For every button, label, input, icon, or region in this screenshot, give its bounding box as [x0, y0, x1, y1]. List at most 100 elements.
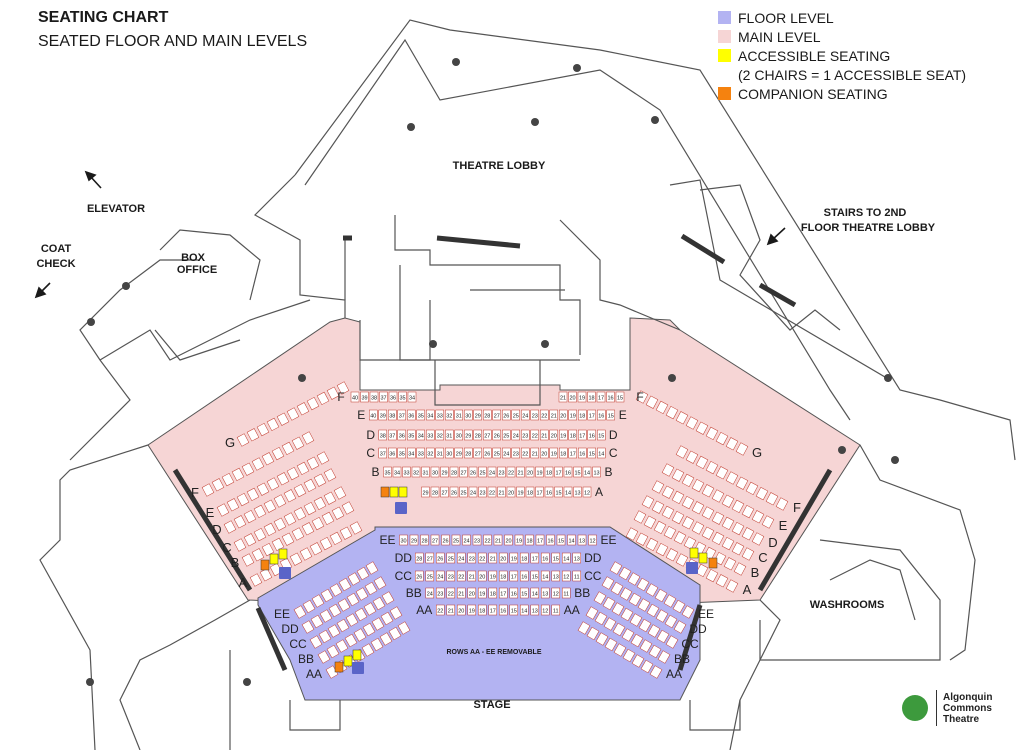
seat-number: 26 [437, 557, 443, 563]
seat: 19 [516, 486, 525, 498]
seat: 20 [504, 534, 513, 546]
seat [629, 613, 643, 627]
seat-number: 35 [418, 414, 424, 420]
seat-number: 28 [465, 452, 471, 458]
seat-number: 25 [453, 539, 459, 545]
seat [251, 457, 265, 471]
seat-number: 37 [389, 434, 395, 440]
seat [243, 533, 257, 547]
seat [671, 510, 685, 525]
seat: 29 [440, 466, 449, 478]
logo-line-1: Algonquin [943, 691, 993, 703]
seat: 24 [502, 447, 511, 459]
seat [664, 614, 678, 629]
row-label: D [366, 428, 375, 442]
theatre-logo: Algonquin Commons Theatre [902, 690, 992, 726]
logo-text: Algonquin Commons Theatre [943, 692, 992, 725]
seat [586, 626, 600, 641]
seat: 24 [468, 486, 478, 498]
seat [281, 532, 295, 546]
seat: 29 [409, 534, 419, 546]
seat [327, 624, 341, 638]
seat-number: 17 [532, 557, 538, 563]
seat: 19 [535, 466, 544, 478]
seat: 38 [388, 409, 397, 421]
seat-number: 14 [568, 539, 574, 545]
seat [681, 473, 695, 488]
seat [610, 581, 624, 596]
seat: 18 [525, 534, 534, 546]
seat [637, 598, 651, 612]
seat-number: 30 [400, 539, 406, 545]
seat: 26 [415, 570, 424, 582]
seat: 14 [563, 486, 573, 498]
seat [621, 628, 635, 642]
seat: 33 [435, 409, 444, 421]
seat [656, 629, 670, 644]
row-labels: FFEEDDCCBBAAGGFFEEDDCCBBAAEEEEDDDDCCCCBB… [191, 390, 801, 681]
seat-number: 26 [416, 575, 422, 581]
seat-number: 18 [521, 557, 527, 563]
seat [775, 497, 789, 511]
seat: 14 [520, 604, 529, 616]
seat [603, 617, 617, 631]
seat: 20 [540, 447, 549, 459]
seat: 13 [541, 587, 550, 599]
seat: 22 [540, 409, 549, 421]
seat: 19 [478, 587, 487, 599]
seat [266, 417, 280, 432]
row-label: F [191, 485, 199, 500]
seat-number: 15 [511, 609, 517, 615]
seat [648, 644, 662, 659]
legend-label: MAIN LEVEL [738, 28, 821, 45]
logo-divider [936, 690, 937, 726]
seat [645, 395, 659, 409]
seat-number: 32 [437, 434, 443, 440]
seat: 16 [541, 552, 550, 564]
seat: 35 [397, 447, 406, 459]
seat: 16 [578, 447, 587, 459]
seat [266, 477, 280, 491]
seat [276, 472, 290, 486]
legend-item-accessible: ACCESSIBLE SEATING [718, 46, 966, 65]
seat-number: 27 [494, 414, 500, 420]
seat: 25 [502, 429, 511, 441]
seat-number: 17 [511, 575, 517, 581]
seat: 17 [509, 570, 518, 582]
seat-number: 37 [380, 396, 386, 402]
seat: 16 [520, 570, 529, 582]
row-label: A [239, 575, 248, 590]
seat-number: 15 [555, 491, 561, 497]
seat-number: 20 [458, 609, 464, 615]
seat [296, 402, 310, 416]
seat [236, 433, 250, 447]
row-label: BB [574, 586, 590, 600]
seat [313, 496, 327, 511]
seat: 19 [559, 429, 568, 441]
seat-number: 29 [422, 491, 428, 497]
seat [336, 618, 350, 633]
seat-number: 27 [432, 539, 438, 545]
seat-number: 14 [563, 557, 569, 563]
seat: 27 [473, 447, 482, 459]
seat [721, 516, 735, 531]
seat: 26 [468, 466, 478, 478]
seat: 16 [499, 604, 508, 616]
seat [293, 507, 307, 521]
seat: 12 [541, 604, 550, 616]
seat: 34 [407, 391, 417, 403]
seat-number: 21 [448, 609, 454, 615]
box-office-label-2: OFFICE [177, 264, 217, 276]
seat: 17 [535, 486, 544, 498]
seat-number: 29 [441, 471, 447, 477]
seat [329, 531, 343, 546]
seat: 23 [472, 534, 482, 546]
seat-number: 30 [446, 452, 452, 458]
seat [647, 624, 661, 638]
seat: 12 [582, 486, 592, 498]
seat [336, 381, 350, 395]
seat-number: 21 [560, 396, 566, 402]
seat-number: 17 [500, 592, 506, 598]
row-label: B [604, 465, 612, 479]
seat: 22 [487, 486, 497, 498]
